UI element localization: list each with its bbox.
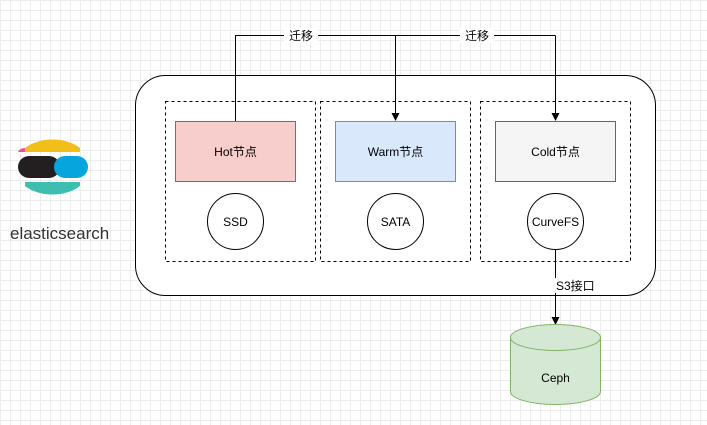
- cold-node-label: Cold节点: [531, 145, 580, 159]
- logo-top-segment: [25, 139, 80, 152]
- migration-label-left-bg: [284, 28, 318, 43]
- sata-storage-label: SATA: [381, 215, 411, 229]
- migration-line-hot: [235, 35, 556, 122]
- migration-label-right-bg: [460, 28, 494, 43]
- logo-dark-bar: [18, 156, 60, 178]
- warm-node-box: [335, 121, 456, 182]
- migration-label-right: 迁移: [465, 29, 489, 43]
- ceph-cylinder-body: [510, 337, 601, 405]
- logo-bottom-segment: [25, 182, 80, 195]
- ceph-cylinder-top: [510, 324, 601, 351]
- elasticsearch-logo-icon: [18, 139, 88, 195]
- logo-pink-accent: [18, 148, 25, 152]
- s3-interface-label-bg: [554, 278, 600, 293]
- hot-node-box: [175, 121, 296, 182]
- curvefs-storage-label: CurveFS: [532, 215, 579, 229]
- elasticsearch-logo: elasticsearch: [10, 139, 109, 243]
- cold-node-box: [495, 121, 616, 182]
- hot-node-label: Hot节点: [214, 145, 257, 159]
- sata-storage-circle: [367, 193, 424, 250]
- logo-blue-bar: [54, 156, 88, 178]
- s3-interface-label: S3接口: [556, 278, 595, 293]
- hot-tier-group: [165, 101, 316, 262]
- ceph-label: Ceph: [541, 371, 570, 385]
- elasticsearch-wordmark: elasticsearch: [10, 224, 109, 243]
- ceph-storage-cylinder: Ceph: [510, 324, 601, 405]
- ssd-storage-circle: [207, 193, 264, 250]
- migration-label-left: 迁移: [289, 29, 313, 43]
- warm-node-label: Warm节点: [368, 145, 424, 159]
- migration-connectors: 迁移 迁移: [235, 28, 560, 122]
- ssd-storage-label: SSD: [223, 215, 248, 229]
